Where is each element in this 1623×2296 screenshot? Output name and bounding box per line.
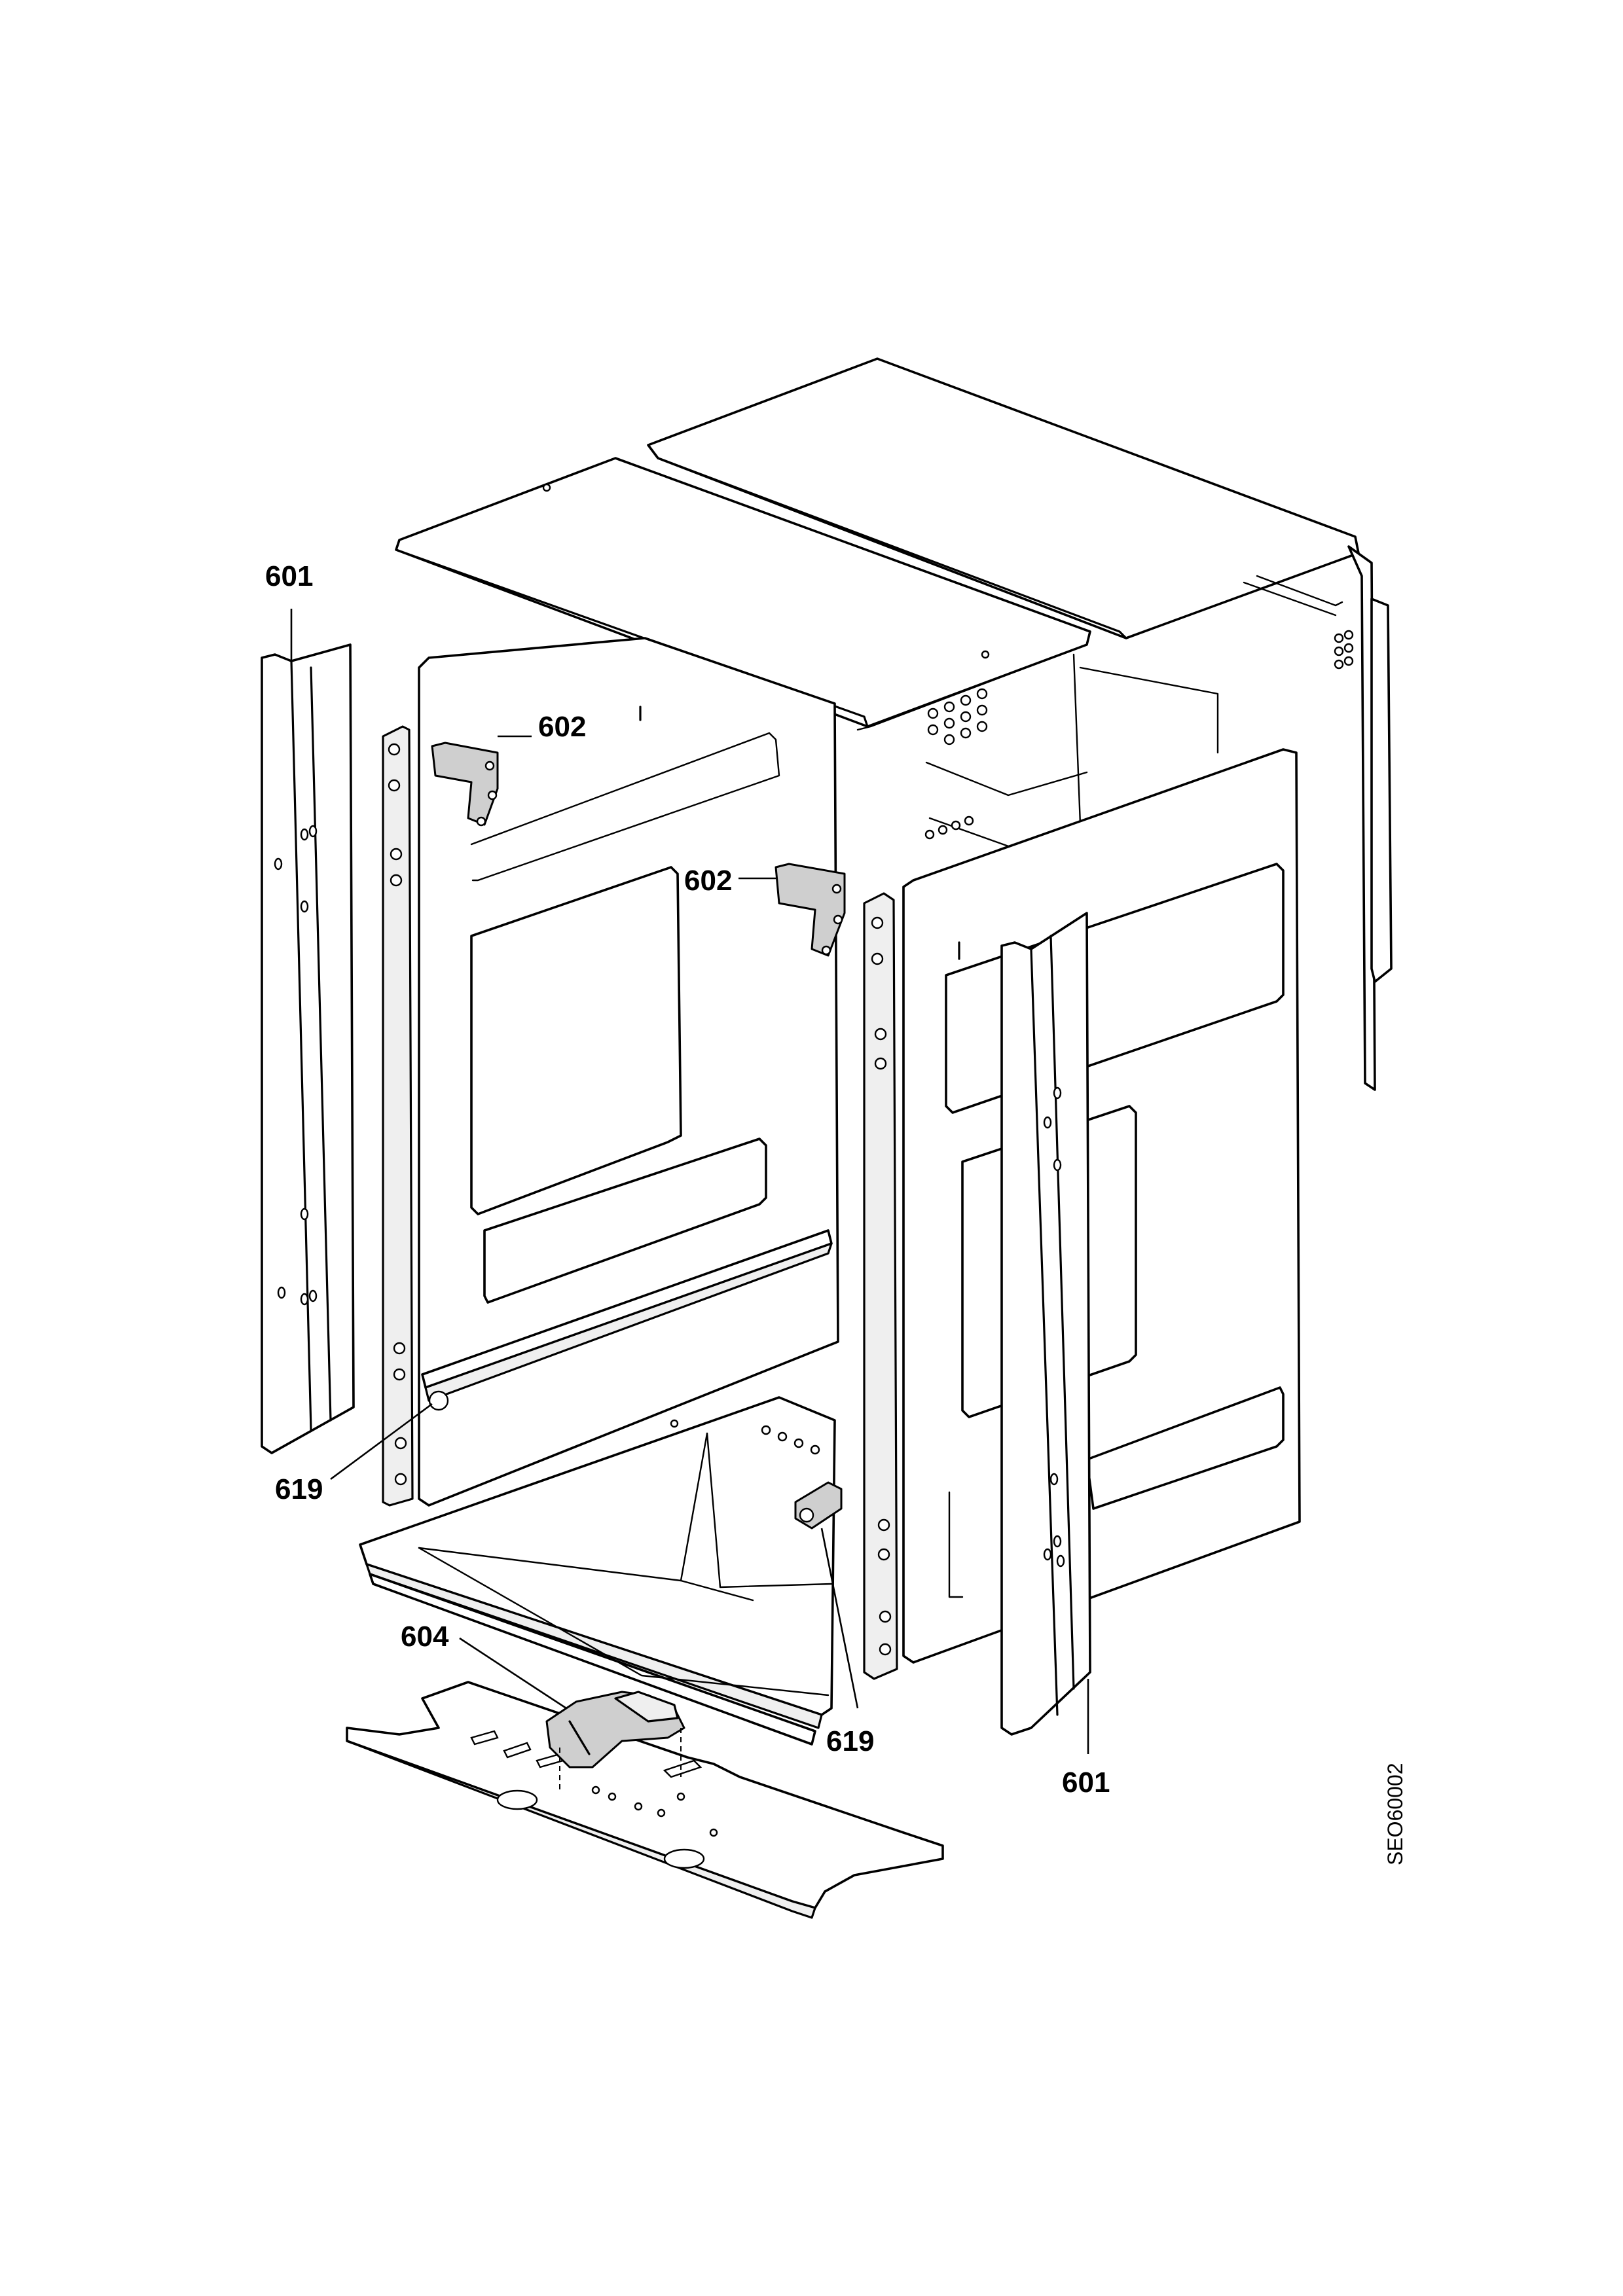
base-tray: [359, 1396, 836, 1746]
callout-601-left: 601: [265, 560, 313, 592]
top-panel: [395, 457, 1091, 731]
connector-619-rear: [794, 1481, 843, 1530]
rail-601-left: [261, 643, 355, 1454]
callout-602-top: 602: [538, 711, 586, 743]
rail-601-right: [1000, 912, 1091, 1736]
plate-slots: [470, 1730, 718, 1869]
vent-holes: [924, 630, 1354, 840]
callout-619-left: 619: [275, 1473, 323, 1505]
rail-601-left-holes: [274, 825, 318, 1306]
callout-602-middle: 602: [684, 865, 732, 897]
left-panel-holes: [388, 743, 449, 1486]
callout-labels: 601 602 602 619 604 619 601: [265, 560, 1110, 1799]
drawing-code: SEO60002: [1383, 1763, 1407, 1865]
left-side-panel: [382, 637, 839, 1507]
callout-619-bottom: 619: [826, 1725, 874, 1757]
bracket-602-top: [431, 742, 499, 827]
callout-601-right: 601: [1062, 1767, 1110, 1799]
right-panel-holes: [871, 916, 892, 1656]
bracket-602-middle: [775, 863, 846, 957]
rear-cabinet: [647, 357, 1393, 1091]
rail-601-right-holes: [1043, 1086, 1065, 1568]
bottom-plate: [346, 1681, 944, 1919]
hinge-604: [545, 1691, 685, 1793]
leader-lines: [290, 609, 1089, 1754]
callout-604: 604: [401, 1621, 449, 1653]
